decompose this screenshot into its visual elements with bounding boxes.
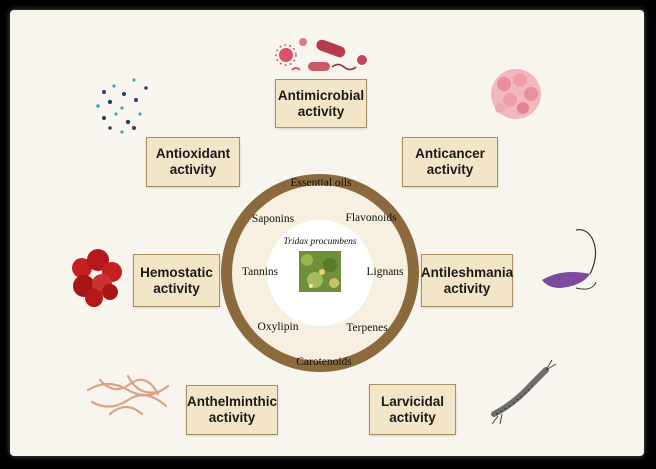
activity-title: Hemostatic <box>140 264 213 280</box>
compound-flavonoids: Flavonoids <box>345 212 397 224</box>
compound-tannins: Tannins <box>241 266 279 278</box>
activity-title: Antioxidant <box>155 146 231 161</box>
diagram-graphics <box>72 38 597 425</box>
activity-box-larvicidal: Larvicidal activity <box>369 384 456 435</box>
activity-subtitle: activity <box>443 280 491 296</box>
compound-essential-oils: Essential oils <box>290 177 352 189</box>
activity-box-anticancer: Anticancer activity <box>402 137 498 187</box>
activity-box-hemostatic: Hemostatic activity <box>133 254 220 307</box>
compound-carotenoids: Carotenoids <box>296 356 352 368</box>
plant-species-label: Tridax procumbens <box>283 237 357 247</box>
compound-lignans: Lignans <box>366 266 404 278</box>
microbe-icon <box>275 38 367 71</box>
activity-title: Antimicrobial <box>277 87 365 103</box>
larva-icon <box>491 359 557 425</box>
activity-box-antioxidant: Antioxidant activity <box>146 137 240 187</box>
compound-terpenes: Terpenes <box>346 322 388 334</box>
blood-cells-icon <box>72 249 122 307</box>
activity-subtitle: activity <box>169 162 217 177</box>
activity-title: Antileshmania <box>420 264 514 280</box>
activity-box-antimicrobial: Antimicrobial activity <box>275 79 367 128</box>
parasite-icon <box>542 229 597 290</box>
compound-oxylipin: Oxylipin <box>257 321 299 333</box>
activity-title: Anthelminthic <box>187 394 277 409</box>
molecules-icon <box>96 78 148 134</box>
cancer-cell-icon <box>491 69 541 119</box>
activity-box-anthelminthic: Anthelminthic activity <box>186 385 278 435</box>
activity-box-antileshmania: Antileshmania activity <box>421 254 513 307</box>
compound-saponins: Saponins <box>251 213 295 225</box>
diagram-frame: Antimicrobial activity Antioxidant activ… <box>10 10 644 456</box>
activity-title: Anticancer <box>415 146 485 161</box>
activity-title: Larvicidal <box>380 393 445 409</box>
plant-photo <box>299 251 341 292</box>
activity-subtitle: activity <box>153 280 200 296</box>
activity-subtitle: activity <box>297 103 345 119</box>
activity-subtitle: activity <box>426 162 474 177</box>
worms-icon <box>86 374 170 416</box>
activity-subtitle: activity <box>208 410 256 425</box>
activity-subtitle: activity <box>389 409 436 425</box>
